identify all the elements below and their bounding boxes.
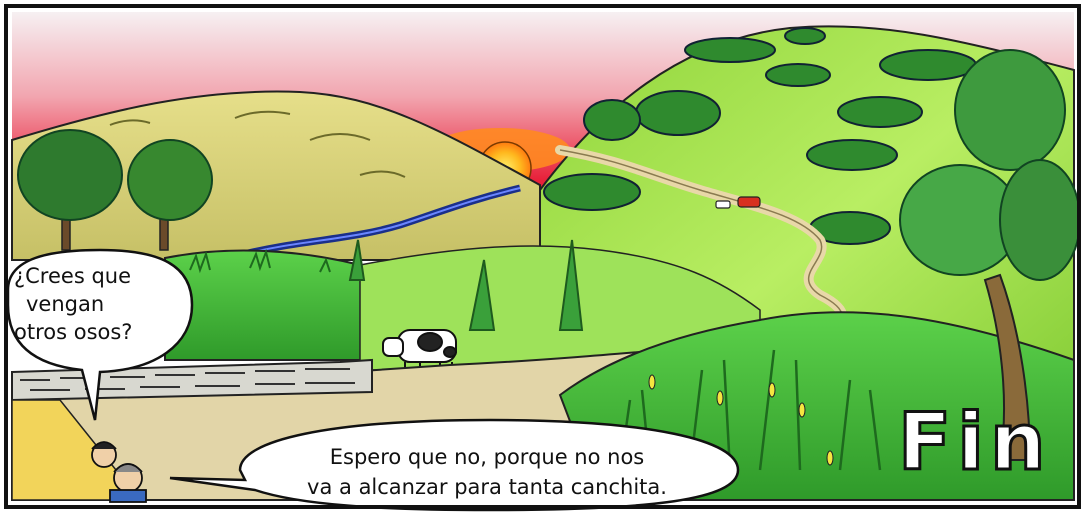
ending-title: Fin [897,397,1052,490]
road-edge [559,149,843,346]
meadow [359,245,761,371]
speech-1-line-1: ¿Crees que [14,264,131,288]
speech-bubble-1 [6,248,194,421]
speech-1-line-2: vengan [26,292,105,316]
river-highlight [239,187,521,256]
grass-blades [189,248,331,274]
speech-bubble-1-text: ¿Crees que vengan otros osos? [14,262,174,346]
speech-1-line-3: otros osos? [14,320,133,344]
left-trees [17,129,213,251]
meadow-plants [348,239,584,331]
hill-bushes [543,27,977,245]
panel-border [4,4,1081,509]
speech-bubble-2-text: Espero que no, porque no nos va a alcanz… [252,442,722,502]
characters [91,441,147,503]
car [715,196,761,209]
left-hill [11,90,541,261]
speech-2-line-1: Espero que no, porque no nos [329,445,645,469]
right-tree [899,49,1081,461]
speech-2-line-2: va a alcanzar para tanta canchita. [307,475,667,499]
hill-contours [109,110,406,178]
